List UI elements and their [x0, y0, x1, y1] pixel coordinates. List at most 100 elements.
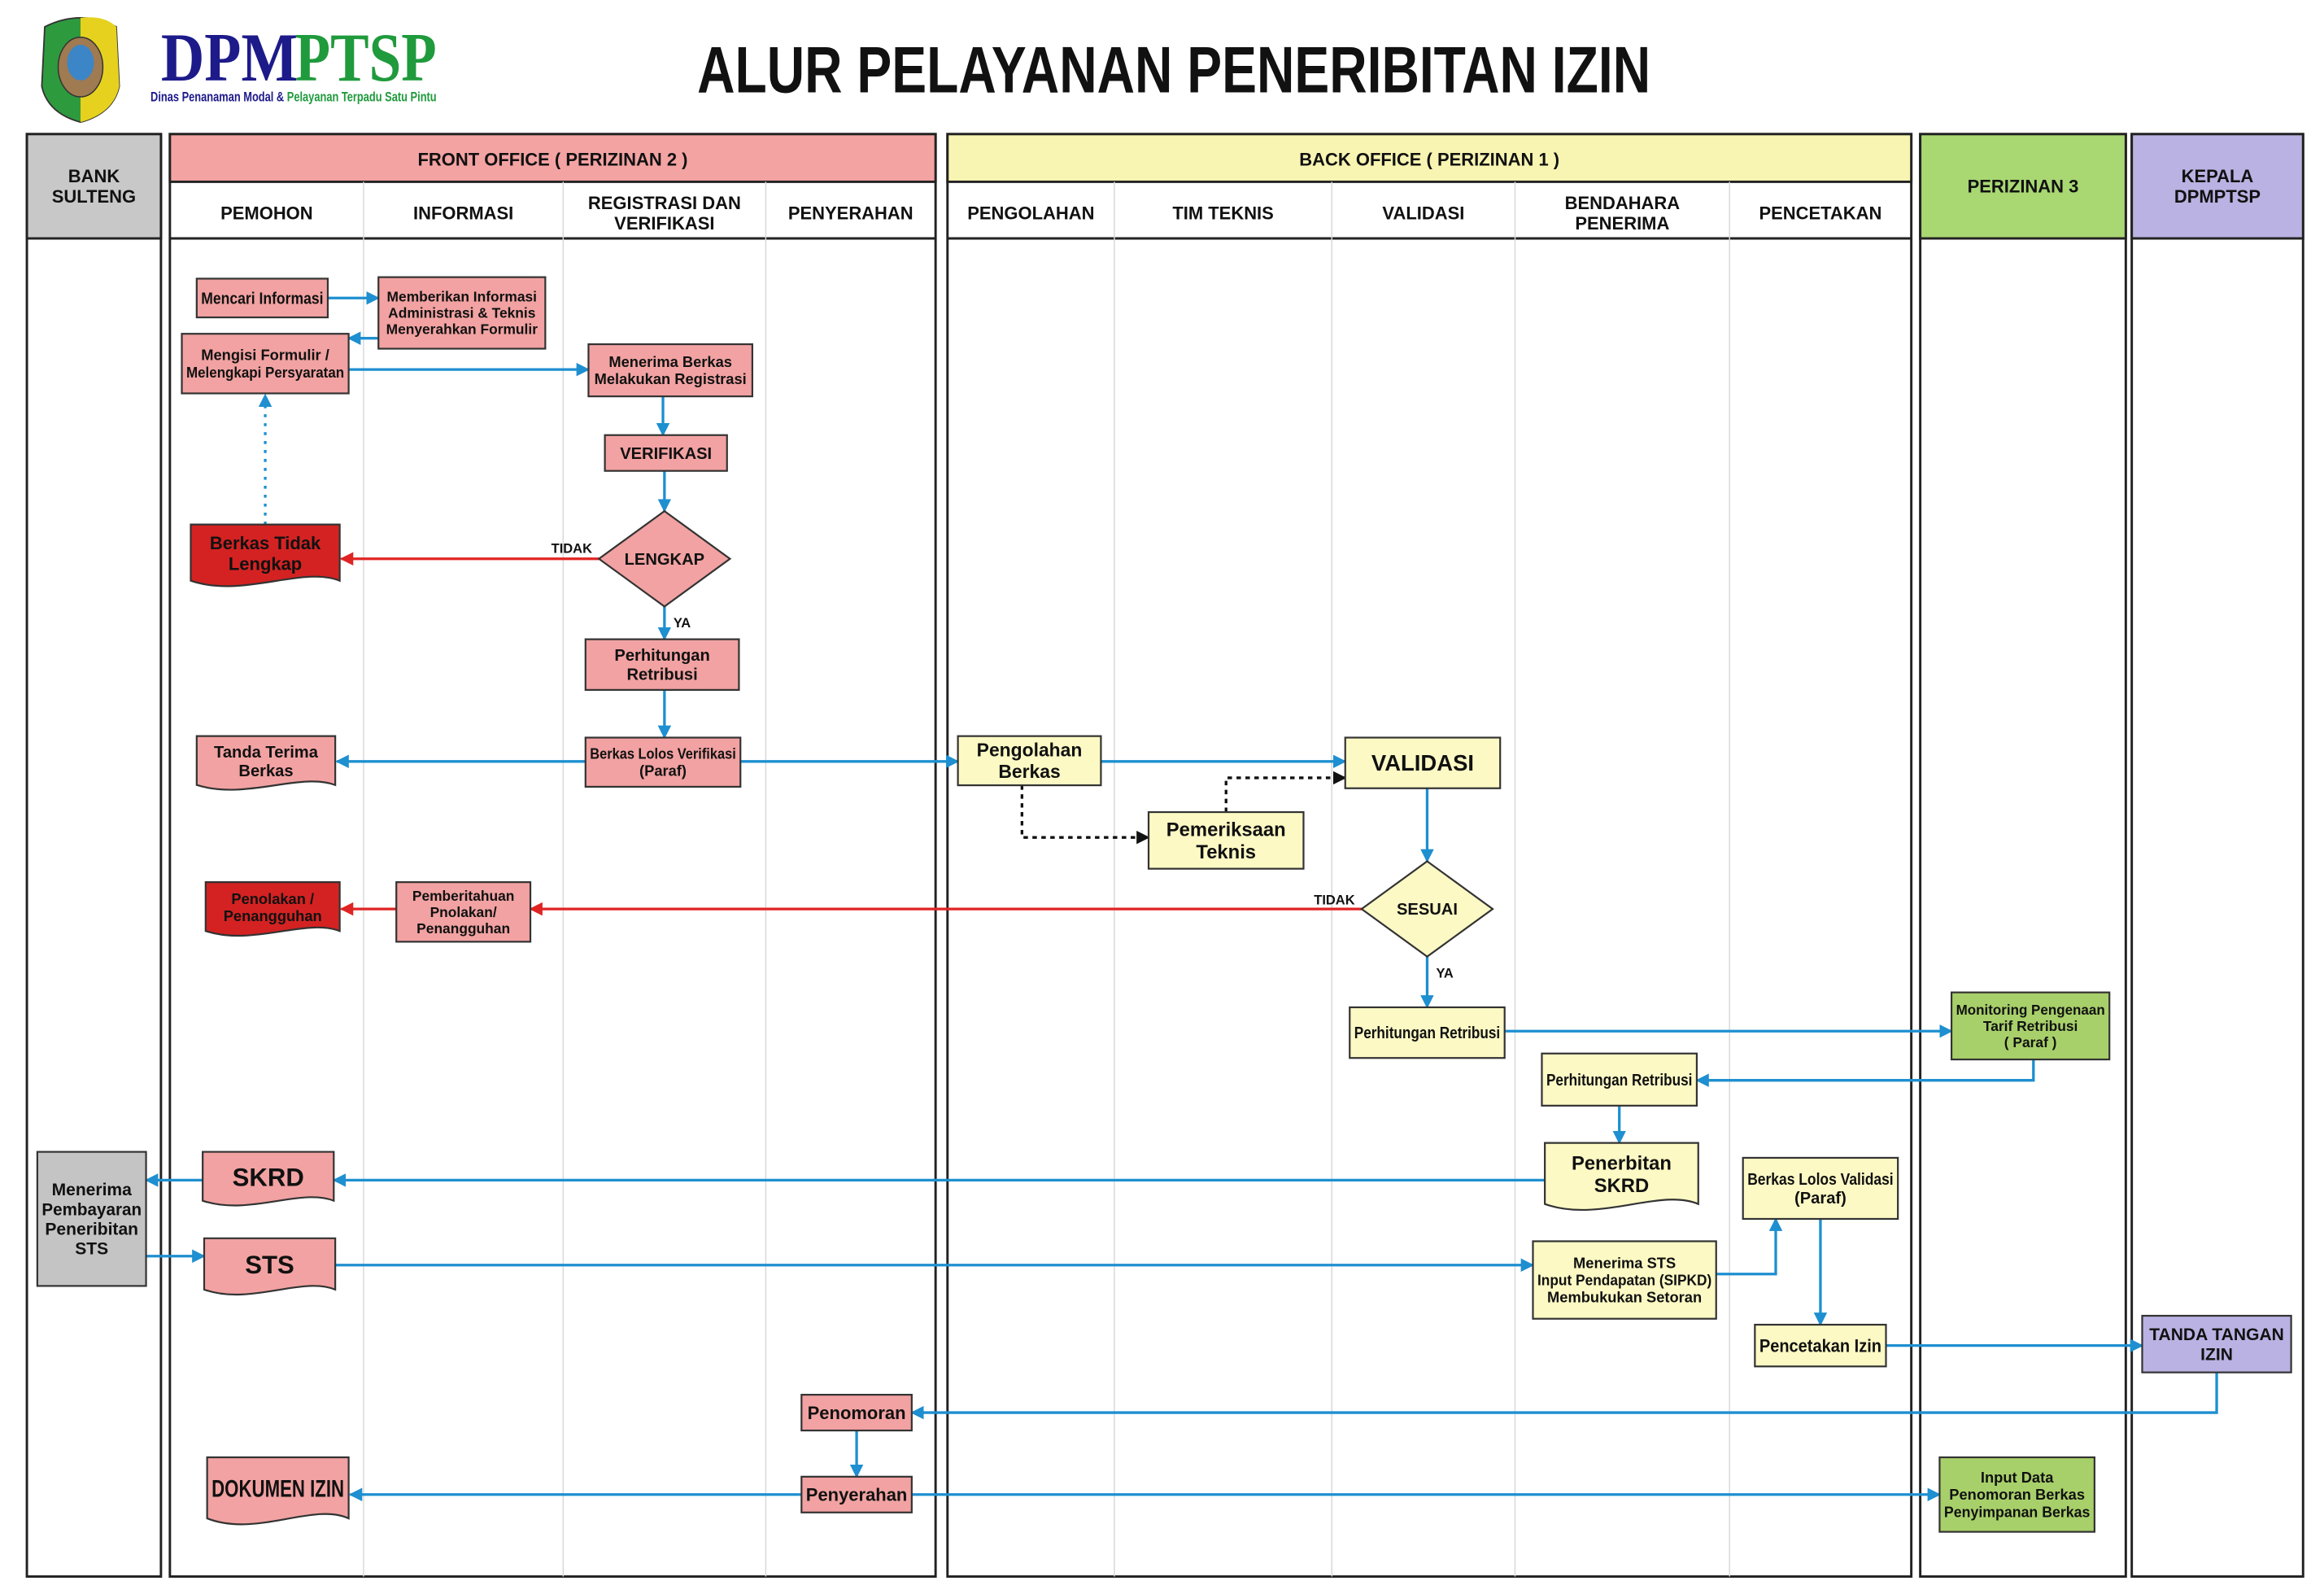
arrow-tanda-tangan-to-penomoran [910, 1372, 2218, 1420]
process-box [800, 1393, 913, 1432]
node-label: Pemeriksaan [1166, 819, 1286, 841]
process-box [1532, 1240, 1717, 1320]
flow-node-mencari-informasi[interactable]: Mencari Informasi [195, 277, 329, 319]
node-label: Perhitungan Retribusi [1354, 1024, 1500, 1042]
process-box [36, 1151, 147, 1287]
node-label: Berkas [238, 762, 293, 780]
node-label: (Paraf) [639, 762, 687, 780]
node-label: LENGKAP [625, 551, 704, 569]
decision-diamond [597, 509, 732, 608]
process-box [1742, 1156, 1899, 1221]
flow-node-perhitungan-retribusi-val[interactable]: Perhitungan Retribusi [1349, 1006, 1506, 1059]
edge-label-lengkap-tidak: TIDAK [552, 541, 592, 556]
node-label: Retribusi [626, 666, 697, 683]
process-box [2141, 1314, 2292, 1374]
sublane: PENYERAHAN [765, 181, 913, 1577]
node-label: Penyerahan [806, 1484, 908, 1505]
sublane: REGISTRASI DAN VERIFIKASI [562, 181, 741, 1577]
sublane-header: REGISTRASI DAN [588, 193, 741, 213]
node-label: Penerbitan [1572, 1153, 1672, 1175]
node-label: Tanda Terima [214, 744, 319, 762]
arrow-pengolahan-to-pemeriksaan [1020, 785, 1150, 845]
node-label: ( Paraf ) [2004, 1034, 2057, 1050]
logo-emblem [41, 17, 120, 124]
document-shape [190, 523, 341, 587]
node-label: Peneribitan [45, 1220, 138, 1238]
node-label: Monitoring Pengenaan [1956, 1002, 2105, 1018]
node-label: Menyerahkan Formulir [386, 321, 538, 338]
node-label: Administrasi & Teknis [388, 305, 535, 321]
page-title: ALUR PELAYANAN PENERIBITAN IZIN [697, 34, 1650, 107]
arrow-monitoring-to-perhitungan [1695, 1059, 2035, 1087]
flow-node-skrd[interactable]: SKRD [202, 1151, 335, 1207]
node-label: Berkas Lolos Verifikasi [590, 745, 735, 762]
node-label: Pembayaran [41, 1200, 142, 1219]
document-shape [202, 1151, 335, 1207]
flow-node-verifikasi[interactable]: VERIFIKASI [604, 434, 728, 472]
process-box [1147, 810, 1305, 870]
process-box [584, 736, 742, 788]
flow-node-sts[interactable]: STS [203, 1237, 337, 1296]
flow-node-pencetakan-izin[interactable]: Pencetakan Izin [1754, 1323, 1887, 1368]
node-label: SKRD [1594, 1175, 1649, 1197]
flow-node-berkas-lolos-validasi[interactable]: Berkas Lolos Validasi(Paraf) [1742, 1156, 1899, 1221]
sublane-header: VALIDASI [1382, 203, 1464, 224]
node-label: VALIDASI [1371, 750, 1474, 775]
flow-node-lengkap[interactable]: LENGKAP [597, 509, 732, 608]
flow-node-penolakan-penangguhan[interactable]: Penolakan /Penangguhan [204, 881, 341, 937]
flow-node-penyerahan[interactable]: Penyerahan [800, 1475, 913, 1513]
lane-header-bg [946, 133, 1913, 183]
node-label: Berkas [998, 761, 1060, 782]
process-box [584, 638, 740, 691]
lane-header-bank: BANK [68, 166, 120, 186]
lane-header-bg [168, 133, 937, 183]
flow-node-penomoran[interactable]: Penomoran [800, 1393, 913, 1432]
flow-node-mengisi-formulir[interactable]: Mengisi Formulir /Melengkapi Persyaratan [181, 333, 350, 395]
flow-node-validasi[interactable]: VALIDASI [1344, 736, 1502, 789]
node-label: Penangguhan [224, 907, 322, 924]
sublane-header: BENDAHARA [1565, 193, 1681, 213]
node-label: Input Data [1981, 1469, 2054, 1486]
sublane: PEMOHON [220, 203, 313, 224]
node-label: Berkas Tidak [210, 533, 321, 553]
document-shape [1544, 1142, 1699, 1211]
node-label: STS [75, 1240, 108, 1259]
edge-label-sesuai-tidak: TIDAK [1314, 893, 1354, 908]
edge-label-lengkap-ya: YA [674, 616, 691, 631]
lane-header-perizinan3: PERIZINAN 3 [1968, 177, 2079, 197]
node-label: Penangguhan [416, 920, 510, 937]
logo-ptsp: PTSP [295, 20, 437, 96]
flow-node-berkas-lolos-verifikasi[interactable]: Berkas Lolos Verifikasi(Paraf) [584, 736, 742, 788]
flow-node-perhitungan-retribusi-bend[interactable]: Perhitungan Retribusi [1541, 1052, 1698, 1107]
sublane: TIM TEKNIS [1114, 181, 1274, 1577]
sublane-header: PENGOLAHAN [967, 203, 1094, 224]
node-label: Tarif Retribusi [1983, 1018, 2078, 1034]
sublane-header: PEMOHON [220, 203, 313, 224]
flow-node-sesuai[interactable]: SESUAI [1360, 860, 1494, 959]
lane-front-office: FRONT OFFICE ( PERIZINAN 2 ) [168, 133, 937, 1578]
node-label: Teknis [1196, 841, 1256, 863]
flow-node-dokumen-izin[interactable]: DOKUMEN IZIN [206, 1456, 350, 1526]
decision-diamond [1360, 860, 1494, 959]
process-box [604, 434, 728, 472]
sublane-header: PENYERAHAN [788, 203, 913, 224]
process-box [181, 333, 350, 395]
process-box [377, 276, 547, 350]
document-shape [206, 1456, 350, 1526]
